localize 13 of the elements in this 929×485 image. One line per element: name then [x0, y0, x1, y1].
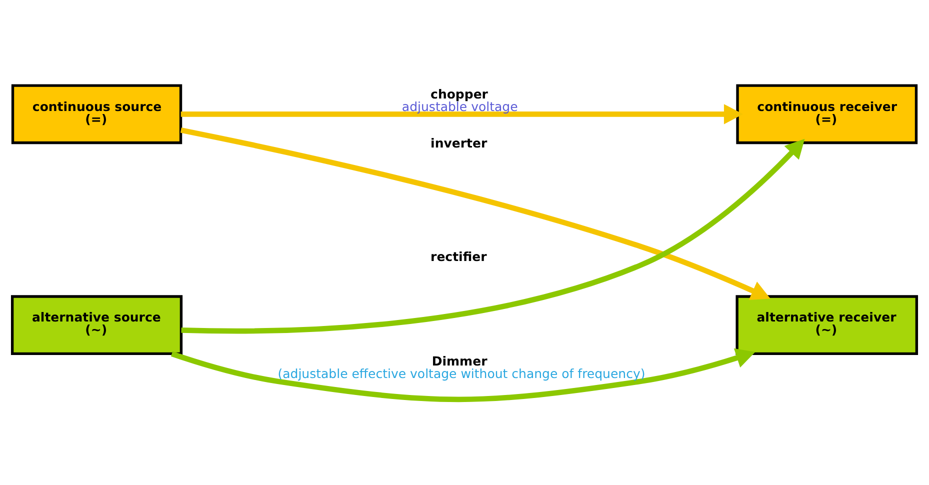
node-box: continuous source (=) [11, 84, 182, 144]
node-box: alternative source (~) [10, 295, 183, 355]
arrow [180, 104, 744, 124]
edge-label: chopper [430, 86, 488, 102]
arrow [170, 348, 756, 402]
arrow [181, 138, 805, 334]
node-box: continuous receiver (=) [736, 84, 918, 144]
node-box: alternative receiver (~) [736, 295, 918, 355]
edge-label: rectifier [430, 248, 487, 264]
arrow [180, 127, 770, 300]
edge-label: inverter [430, 135, 488, 150]
edge-label: Dimmer [432, 353, 488, 368]
edge-label: (adjustable effective voltage without change of frequency) [278, 366, 646, 381]
